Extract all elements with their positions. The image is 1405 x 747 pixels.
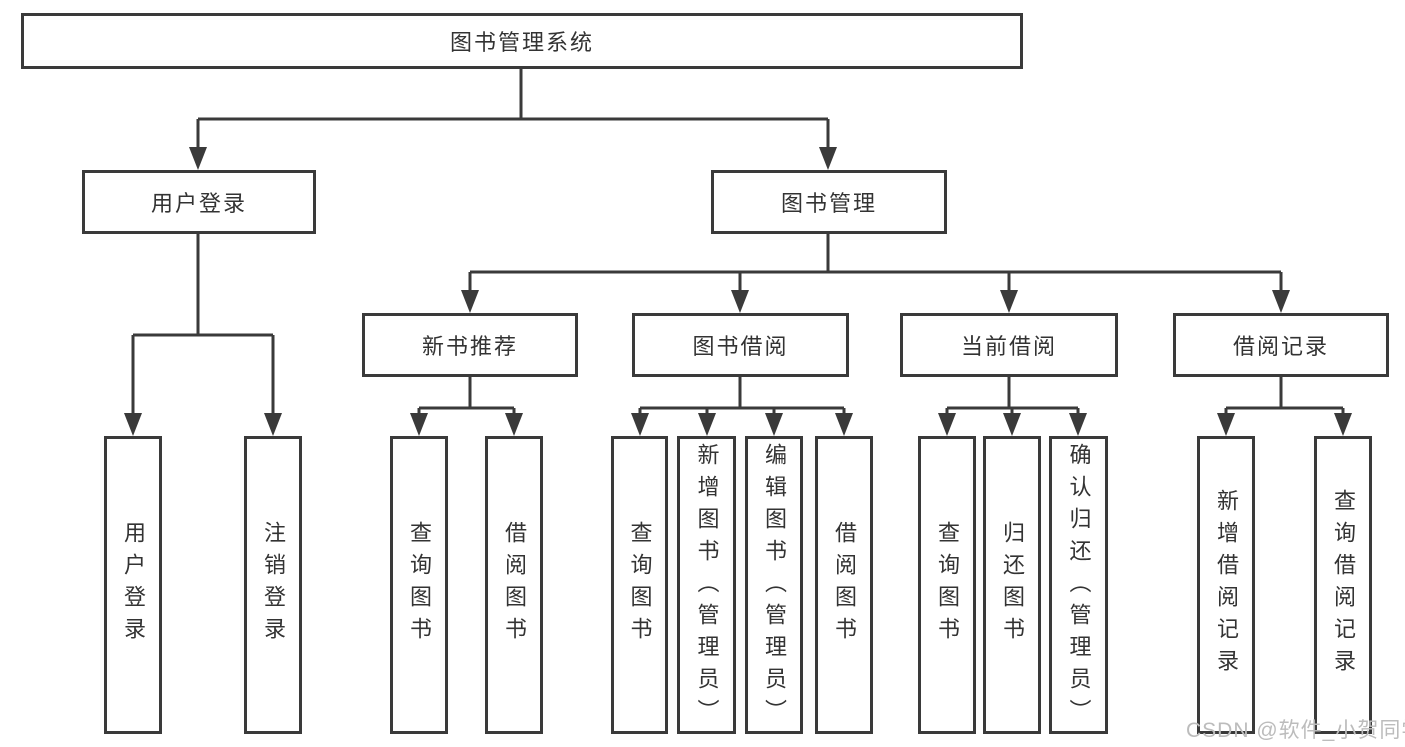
node-book-borrowing: 图书借阅 bbox=[632, 313, 849, 377]
leaf-recommend-query-books: 查询图书 bbox=[390, 436, 448, 734]
csdn-watermark: CSDN @软件_小贺同学 bbox=[1186, 719, 1405, 742]
node-label: 借阅记录 bbox=[1232, 334, 1329, 359]
node-label: 查询图书 bbox=[627, 521, 653, 649]
node-label: 图书管理系统 bbox=[449, 30, 594, 55]
leaf-logout: 注销登录 bbox=[244, 436, 302, 734]
node-label: 查询图书 bbox=[407, 521, 432, 649]
node-label: 编辑图书（管理员） bbox=[762, 443, 787, 731]
node-label: 注销登录 bbox=[261, 521, 286, 649]
node-borrowing-records: 借阅记录 bbox=[1173, 313, 1389, 377]
node-label: 用户登录 bbox=[121, 521, 146, 649]
node-label: 借阅图书 bbox=[502, 521, 527, 649]
node-label: 当前借阅 bbox=[960, 334, 1057, 359]
node-library-management-system: 图书管理系统 bbox=[21, 13, 1023, 69]
leaf-user-login: 用户登录 bbox=[104, 436, 162, 734]
node-label: 查询图书 bbox=[935, 521, 960, 649]
node-label: 借阅图书 bbox=[832, 521, 857, 649]
node-label: 归还图书 bbox=[1000, 521, 1025, 649]
node-label: 图书管理 bbox=[780, 191, 877, 216]
leaf-records-query-record: 查询借阅记录 bbox=[1314, 436, 1372, 734]
node-new-book-recommend: 新书推荐 bbox=[362, 313, 578, 377]
leaf-borrowing-add-books-admin: 新增图书（管理员） bbox=[677, 436, 736, 734]
node-label: 查询借阅记录 bbox=[1331, 489, 1356, 681]
leaf-borrowing-borrow-books: 借阅图书 bbox=[815, 436, 873, 734]
leaf-borrowing-edit-books-admin: 编辑图书（管理员） bbox=[745, 436, 803, 734]
leaf-recommend-borrow-books: 借阅图书 bbox=[485, 436, 543, 734]
node-book-management: 图书管理 bbox=[711, 170, 947, 234]
leaf-records-add-record: 新增借阅记录 bbox=[1197, 436, 1255, 734]
node-label: 新书推荐 bbox=[421, 334, 518, 359]
node-label: 新增图书（管理员） bbox=[694, 443, 720, 731]
node-current-borrowing: 当前借阅 bbox=[900, 313, 1118, 377]
node-label: 新增借阅记录 bbox=[1214, 489, 1239, 681]
leaf-borrowing-query-books: 查询图书 bbox=[611, 436, 668, 734]
node-label: 确认归还（管理员） bbox=[1066, 443, 1092, 731]
leaf-current-query-books: 查询图书 bbox=[918, 436, 976, 734]
node-label: 图书借阅 bbox=[692, 334, 789, 359]
leaf-current-confirm-return-admin: 确认归还（管理员） bbox=[1049, 436, 1108, 734]
leaf-current-return-books: 归还图书 bbox=[983, 436, 1041, 734]
node-label: 用户登录 bbox=[150, 191, 247, 216]
node-user-login: 用户登录 bbox=[82, 170, 316, 234]
